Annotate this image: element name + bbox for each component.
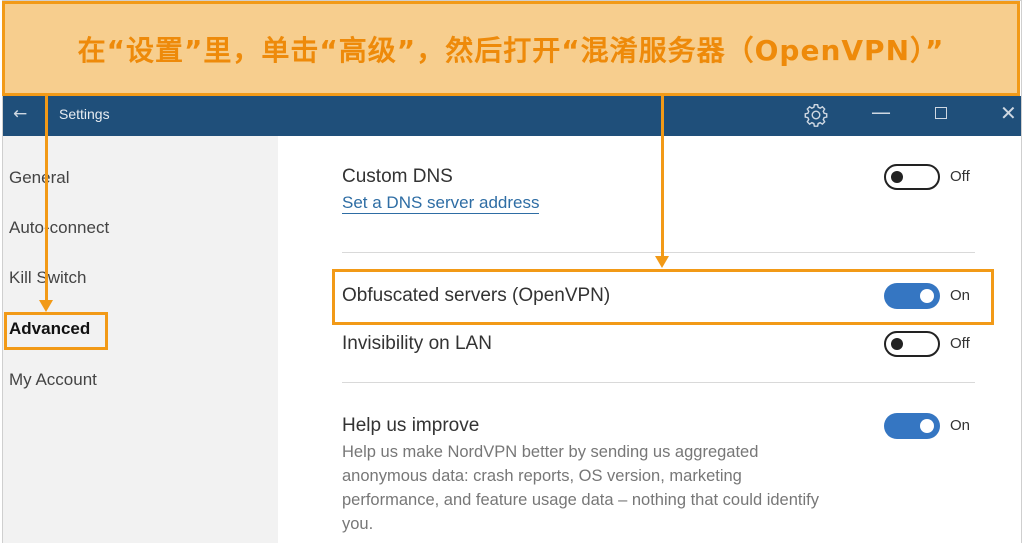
settings-content: Custom DNS Set a DNS server address Off … <box>278 136 1021 543</box>
obfuscated-servers-toggle[interactable] <box>884 283 940 309</box>
help-improve-toggle[interactable] <box>884 413 940 439</box>
annotation-text: 在“设置”里，单击“高级”，然后打开“混淆服务器（OpenVPN）” <box>77 33 945 67</box>
sidebar-item-general[interactable]: General <box>9 168 70 187</box>
invisibility-lan-state: Off <box>950 335 970 352</box>
annotation-banner: 在“设置”里，单击“高级”，然后打开“混淆服务器（OpenVPN）” <box>2 1 1020 96</box>
advanced-highlight-box <box>4 312 108 350</box>
arrow-head-advanced <box>39 300 53 312</box>
back-arrow-icon[interactable]: ← <box>13 104 28 124</box>
help-improve-description: Help us make NordVPN better by sending u… <box>342 443 819 533</box>
sidebar: General Auto-connect Kill Switch Advance… <box>3 136 278 543</box>
sidebar-item-auto-connect[interactable]: Auto-connect <box>9 218 110 237</box>
toggle-knob <box>891 338 903 350</box>
custom-dns-state: Off <box>950 168 970 185</box>
invisibility-lan-toggle[interactable] <box>884 331 940 357</box>
close-button[interactable]: ✕ <box>1000 101 1017 125</box>
arrow-line-advanced <box>45 96 48 301</box>
arrow-line-obfuscated <box>661 96 664 256</box>
help-improve-label: Help us improve <box>342 415 480 436</box>
arrow-head-obfuscated <box>655 256 669 268</box>
custom-dns-label: Custom DNS <box>342 166 453 187</box>
sidebar-item-my-account[interactable]: My Account <box>9 370 97 389</box>
maximize-button[interactable] <box>935 107 947 119</box>
minimize-button[interactable]: — <box>871 100 891 124</box>
toggle-knob <box>920 289 934 303</box>
help-improve-state: On <box>950 417 971 434</box>
invisibility-lan-label: Invisibility on LAN <box>342 333 492 354</box>
obfuscated-highlight-box <box>332 269 994 325</box>
title-bar: ← Settings — ✕ <box>3 96 1021 136</box>
toggle-knob <box>891 171 903 183</box>
sidebar-item-advanced[interactable]: Advanced <box>9 319 91 338</box>
obfuscated-servers-label: Obfuscated servers (OpenVPN) <box>342 285 611 306</box>
divider <box>342 382 975 383</box>
divider <box>342 252 975 253</box>
custom-dns-toggle[interactable] <box>884 164 940 190</box>
toggle-knob <box>920 419 934 433</box>
set-dns-link[interactable]: Set a DNS server address <box>342 193 540 214</box>
obfuscated-servers-state: On <box>950 287 971 304</box>
gear-icon[interactable] <box>803 102 829 128</box>
window-title: Settings <box>59 106 110 122</box>
